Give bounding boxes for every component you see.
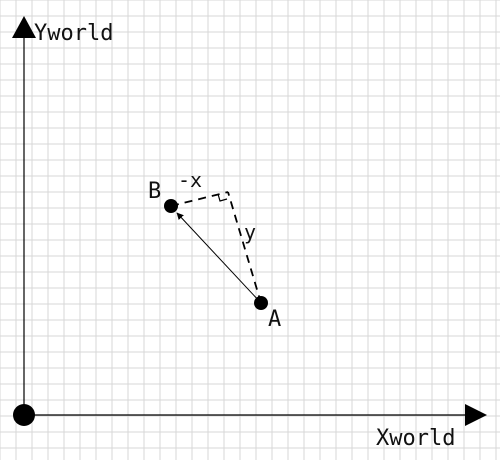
origin-point (13, 404, 35, 426)
y-axis-label: Yworld (34, 21, 114, 46)
right-angle-marker (217, 193, 228, 202)
point-b (164, 199, 178, 213)
x-component-label: -x (178, 168, 203, 192)
x-axis-label: Xworld (376, 426, 456, 451)
vector-a-to-b (176, 212, 262, 304)
point-a-label: A (268, 307, 282, 332)
y-component-dashed-line (227, 191, 262, 304)
point-a (254, 296, 268, 310)
y-component-label: y (244, 220, 257, 244)
point-b-label: B (148, 179, 162, 204)
x-axis-arrowhead (465, 404, 487, 426)
y-axis-arrowhead (12, 16, 36, 38)
